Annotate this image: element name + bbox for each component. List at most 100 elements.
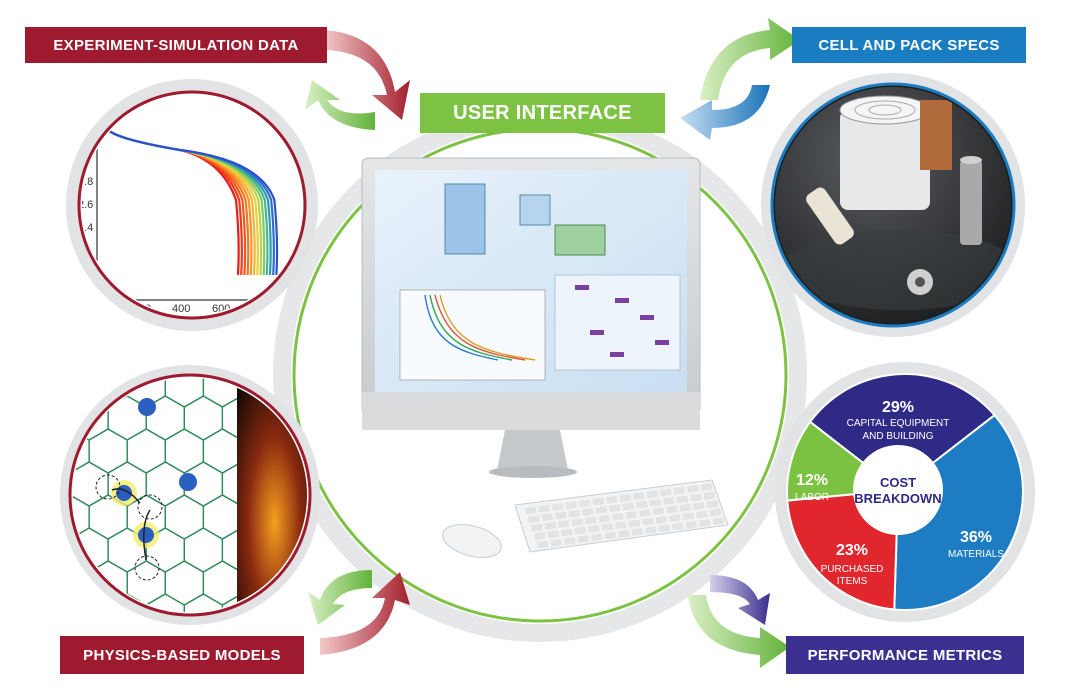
keyboard-key: [528, 515, 540, 523]
keyboard-key: [568, 509, 581, 518]
slice-percent-labor: 12%: [796, 472, 828, 489]
keyboard-key: [619, 494, 632, 502]
keyboard-key: [696, 510, 708, 519]
arrow-blue-top-right: [680, 85, 770, 140]
keyboard-key: [579, 499, 591, 508]
keyboard-key: [577, 535, 590, 543]
keyboard-key: [679, 503, 692, 512]
keyboard-key: [699, 519, 711, 527]
keyboard-key: [660, 488, 672, 497]
keyboard-key: [658, 524, 671, 533]
keyboard-key: [687, 485, 699, 493]
keyboard-key: [669, 514, 681, 522]
discharge-curve: [103, 99, 279, 276]
keyboard-key: [703, 491, 716, 500]
keyboard-key: [633, 492, 645, 500]
arrow-green-bottom-right: [688, 595, 790, 668]
keyboard-key: [709, 508, 722, 517]
experiment-simulation-panel: 0 2.8 2.6 2.4 200 400 600: [66, 79, 318, 331]
keyboard-key: [642, 517, 654, 526]
arrow-green-top-left: [305, 80, 375, 130]
y-tick-label: 2.6: [78, 199, 93, 211]
keyboard-key: [712, 517, 725, 525]
lattice-hexagon: [145, 593, 185, 612]
arrow-red-top: [325, 30, 410, 120]
keyboard-key: [561, 528, 573, 537]
keyboard-key: [628, 519, 641, 528]
keyboard-key: [591, 533, 603, 542]
arrow-red-bottom-left: [320, 572, 410, 655]
pie-center-title: BREAKDOWN: [854, 491, 941, 506]
keyboard-key: [538, 504, 551, 513]
mouse: [442, 524, 502, 558]
y-tick-label: 2.8: [78, 176, 93, 188]
x-tick-label: 400: [172, 303, 190, 315]
keyboard-key: [673, 486, 686, 495]
keyboard-key: [585, 516, 597, 525]
keyboard-key: [666, 505, 678, 514]
label-performance-metrics: PERFORMANCE METRICS: [786, 636, 1024, 674]
keyboard-key: [645, 526, 657, 534]
label-experiment-simulation-data: EXPERIMENT-SIMULATION DATA: [25, 27, 327, 63]
keyboard-key: [636, 500, 648, 509]
keyboard-key: [592, 497, 605, 506]
keyboard-key: [663, 497, 675, 505]
keyboard-key: [544, 521, 557, 530]
keyboard-key: [655, 516, 668, 524]
keyboard-key: [672, 522, 684, 531]
cost-breakdown-panel: COST BREAKDOWN 29% CAPITAL EQUIPMENT AND…: [775, 362, 1035, 622]
keyboard-key: [693, 502, 705, 510]
label-user-interface: USER INTERFACE: [420, 93, 665, 133]
computer-monitor: [361, 157, 701, 478]
keyboard-key: [700, 483, 713, 491]
keyboard-key: [547, 530, 560, 539]
slice-percent-purchased: 23%: [836, 542, 868, 559]
slice-label-labor: LABOR: [795, 492, 829, 503]
keyboard-key: [618, 529, 630, 538]
keyboard-key: [706, 500, 719, 508]
keyboard-key: [552, 503, 564, 511]
keyboard-key: [625, 511, 638, 519]
keyboard-key: [537, 540, 549, 549]
cell-pack-panel: [761, 73, 1025, 337]
arrow-green-top-right: [700, 18, 800, 100]
keyboard-key: [534, 532, 546, 540]
keyboard-key: [555, 511, 567, 520]
keyboard-key: [541, 513, 554, 522]
keyboard-key: [690, 493, 702, 502]
keyboard-key: [558, 520, 570, 528]
keyboard-key: [598, 514, 611, 523]
slice-label-purchased: ITEMS: [837, 576, 868, 587]
keyboard-key: [571, 518, 584, 526]
keyboard-key: [531, 523, 543, 532]
keyboard-key: [652, 507, 665, 516]
lattice-hexagon: [259, 593, 300, 612]
arrow-purple-bottom-right: [710, 575, 770, 625]
arrow-green-bottom-left: [308, 570, 372, 625]
keyboard-key: [682, 512, 695, 521]
slice-label-capital: AND BUILDING: [862, 431, 933, 442]
keyboard-key: [582, 508, 594, 516]
slice-label-capital: CAPITAL EQUIPMENT: [847, 418, 950, 429]
keyboard-key: [631, 528, 644, 536]
keyboard-key: [612, 512, 624, 521]
label-physics-based-models: PHYSICS-BASED MODELS: [60, 636, 304, 674]
pie-center: [853, 445, 943, 535]
keyboard-key: [588, 525, 600, 533]
lattice-hexagon: [183, 593, 224, 612]
keyboard-key: [564, 537, 576, 545]
slice-percent-materials: 36%: [960, 529, 992, 546]
slice-label-purchased: PURCHASED: [821, 564, 884, 575]
keyboard-key: [601, 523, 614, 531]
label-cell-and-pack-specs: CELL AND PACK SPECS: [792, 27, 1026, 63]
keyboard-key: [604, 531, 617, 540]
slice-percent-capital: 29%: [882, 399, 914, 416]
keyboard-key: [609, 504, 621, 513]
y-tick-label: 2.4: [78, 222, 93, 234]
keyboard-key: [646, 490, 659, 499]
keyboard-key: [565, 501, 578, 509]
keyboard-key: [639, 509, 651, 517]
keyboard: [514, 479, 729, 553]
